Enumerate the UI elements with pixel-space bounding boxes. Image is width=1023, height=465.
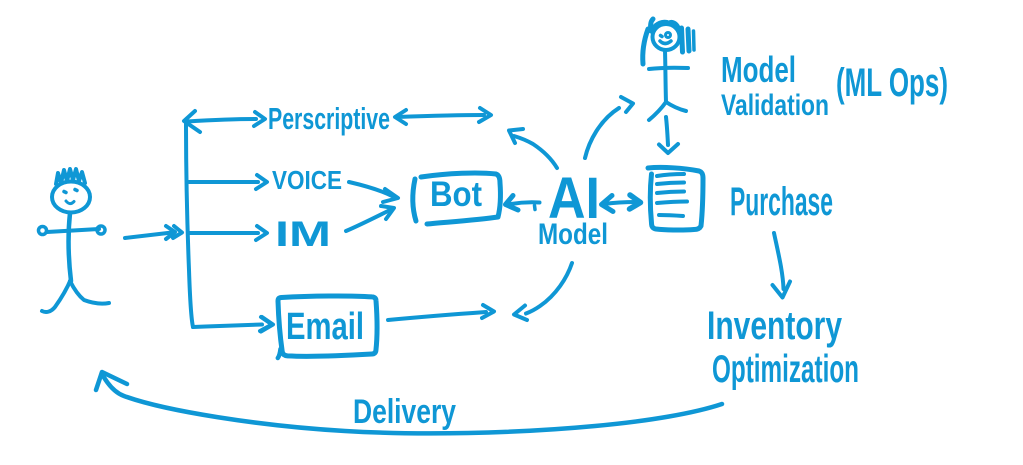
svg-text:Model: Model <box>721 49 796 90</box>
svg-text:Email: Email <box>286 306 364 348</box>
svg-text:Inventory: Inventory <box>707 304 843 348</box>
svg-text:AI: AI <box>548 166 600 231</box>
svg-text:Optimization: Optimization <box>712 348 859 391</box>
svg-text:IM: IM <box>275 215 331 254</box>
svg-text:Model: Model <box>538 218 608 251</box>
svg-text:VOICE: VOICE <box>272 165 342 195</box>
svg-text:Perscriptive: Perscriptive <box>268 101 390 136</box>
svg-text:Bot: Bot <box>430 175 482 214</box>
svg-text:Validation: Validation <box>721 89 829 122</box>
svg-text:(ML Ops): (ML Ops) <box>836 61 948 105</box>
svg-text:Delivery: Delivery <box>353 393 456 431</box>
svg-text:Purchase: Purchase <box>730 180 833 224</box>
